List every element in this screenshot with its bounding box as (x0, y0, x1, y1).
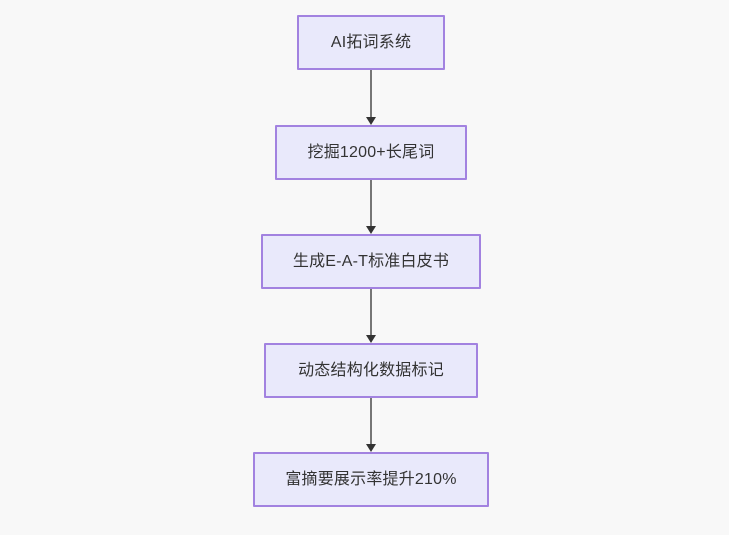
arrowhead-icon (366, 226, 376, 234)
flow-node-label: 挖掘1200+长尾词 (307, 143, 435, 161)
edge-line (370, 180, 372, 226)
flow-node-label: AI拓词系统 (330, 33, 412, 51)
edge-line (370, 289, 372, 335)
arrowhead-icon (366, 444, 376, 452)
edge-line (370, 398, 372, 444)
arrowhead-icon (366, 335, 376, 343)
flow-node-dynamic-structured-data-markup[interactable]: 动态结构化数据标记 (264, 343, 478, 398)
flow-node-rich-snippet-rate-increase[interactable]: 富摘要展示率提升210% (253, 452, 489, 507)
flow-node-mine-longtail-keywords[interactable]: 挖掘1200+长尾词 (275, 125, 467, 180)
arrowhead-icon (366, 117, 376, 125)
edge-line (370, 70, 372, 117)
flow-node-label: 生成E-A-T标准白皮书 (292, 252, 450, 270)
flow-node-generate-eat-whitepaper[interactable]: 生成E-A-T标准白皮书 (261, 234, 481, 289)
flow-node-label: 动态结构化数据标记 (298, 361, 444, 379)
flow-node-ai-keyword-system[interactable]: AI拓词系统 (297, 15, 445, 70)
flow-node-label: 富摘要展示率提升210% (285, 470, 457, 488)
